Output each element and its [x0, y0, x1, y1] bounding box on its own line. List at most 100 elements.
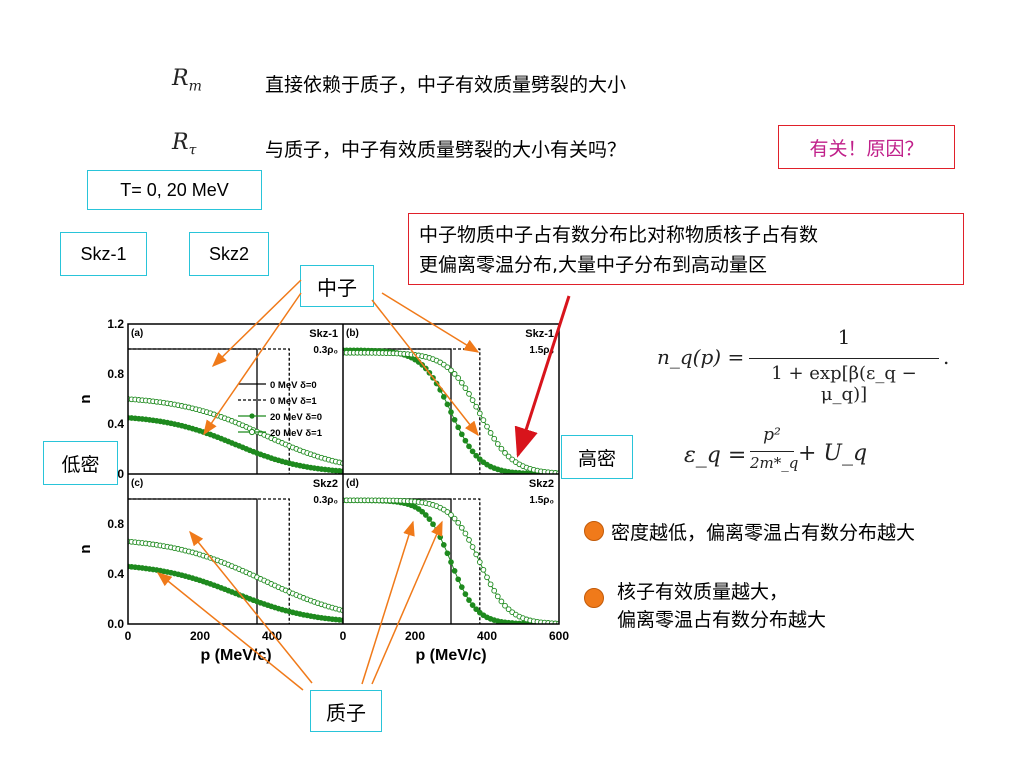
legend-label-0mev-d1: 0 MeV δ=1	[270, 396, 317, 407]
panel-d-marker-d1	[451, 515, 458, 522]
panel-b-marker-d0	[448, 409, 454, 415]
panel-b-marker-d1	[451, 371, 458, 377]
symbol-rtau: Rτ	[172, 130, 196, 158]
y-axis-label-bottom: n	[77, 544, 94, 553]
panel-d-density: 1.5ρ₀	[529, 495, 554, 506]
panel-b-marker-d1	[476, 410, 483, 417]
panel-d-marker-d0	[444, 550, 451, 557]
x-axis-label-right: p (MeV/c)	[415, 647, 486, 664]
neutron-box: 中子	[300, 265, 374, 307]
panel-d-marker-d0	[473, 606, 480, 613]
bullet-icon-1	[584, 521, 604, 541]
panel-b-marker-d1	[480, 417, 487, 423]
symbol-rm: Rm	[172, 66, 202, 94]
panel-d-marker-d1	[462, 530, 469, 537]
panel-d-marker-d1	[480, 566, 487, 573]
panel-b-series	[343, 347, 559, 474]
panel-b-marker-d1	[469, 397, 476, 403]
panel-b-marker-d0	[444, 401, 451, 408]
x-tick-right-600: 600	[549, 629, 569, 643]
panel-b-marker-d0	[451, 416, 458, 423]
panel-d-marker-d1	[444, 509, 451, 515]
panel-d-marker-d0	[440, 542, 447, 548]
panel-d-marker-d1	[448, 512, 454, 518]
panel-b-marker-d0	[462, 437, 469, 444]
panel-a-model: Skz-1	[309, 328, 338, 340]
panel-c-density: 0.3ρ₀	[313, 495, 338, 506]
panel-d-marker-d0	[451, 568, 458, 574]
panel-b-marker-d1	[473, 403, 480, 410]
skz1-box: Skz-1	[60, 232, 147, 276]
formula-occupation-end: .	[943, 345, 950, 369]
explanation-line-2: 更偏离零温分布,大量中子分布到高动量区	[419, 254, 768, 276]
panel-d-marker-d1	[469, 544, 476, 550]
x-axis-label-left: p (MeV/c)	[200, 647, 271, 664]
panel-b-marker-d0	[422, 365, 429, 372]
skz2-box: Skz2	[189, 232, 269, 276]
panel-b-tag: (b)	[346, 328, 359, 339]
panel-d-model: Skz2	[529, 478, 554, 490]
row-rm-text: 直接依赖于质子，中子有效质量劈裂的大小	[265, 74, 627, 96]
panel-b-marker-d0	[430, 374, 436, 381]
panel-b-marker-d0	[437, 387, 444, 393]
panel-d-step-d0	[343, 498, 452, 624]
panel-d-marker-d1	[491, 587, 498, 594]
panel-b-marker-d0	[466, 443, 472, 450]
explanation-box: 中子物质中子占有数分布比对称物质核子占有数 更偏离零温分布,大量中子分布到高动量…	[408, 213, 964, 285]
bullet-text-2-line-1: 核子有效质量越大，	[617, 581, 789, 603]
symbol-rm-main: R	[172, 66, 189, 91]
y-tick-bottom-0-8: 0.8	[107, 517, 124, 531]
proton-box: 质子	[310, 690, 382, 732]
panel-b-density: 1.5ρ₀	[529, 345, 554, 356]
panel-d-marker-d0	[437, 534, 444, 540]
legend-label-0mev-d0: 0 MeV δ=0	[270, 380, 317, 391]
x-tick-left-0: 0	[125, 629, 132, 643]
panel-d-marker-d1	[466, 537, 472, 543]
panel-b-marker-d1	[466, 391, 472, 397]
bullet-text-2: 核子有效质量越大， 偏离零温占有数分布越大	[617, 578, 826, 634]
panel-b-marker-d1	[487, 430, 494, 436]
symbol-rtau-main: R	[172, 130, 189, 155]
panel-b-marker-d1	[494, 441, 501, 447]
x-tick-left-200: 200	[190, 629, 210, 643]
panel-b-marker-d1	[498, 445, 505, 452]
panel-b-marker-d1	[505, 453, 512, 460]
panel-b-marker-d0	[426, 369, 433, 376]
x-tick-left-400: 400	[262, 629, 282, 643]
panel-b-marker-d1	[491, 435, 498, 442]
panel-b-marker-d1	[484, 423, 490, 430]
y-tick-bottom-0-4: 0.4	[107, 567, 124, 581]
plot-legend: 0 MeV δ=0 0 MeV δ=1 20 MeV δ=0 20 MeV δ=…	[238, 380, 323, 439]
panel-d-marker-d1	[498, 598, 505, 605]
panel-d-marker-d1	[476, 559, 483, 565]
temperature-box: T= 0, 20 MeV	[87, 170, 262, 210]
legend-marker-20mev-d0	[249, 413, 255, 419]
low-density-box: 低密	[43, 441, 118, 485]
panel-d-marker-d1	[487, 581, 494, 588]
y-axis-label-top: n	[77, 394, 94, 403]
symbol-rm-sub: m	[188, 78, 202, 95]
formula-occupation-numerator: 1	[837, 325, 851, 349]
panel-d-marker-d0	[422, 512, 429, 518]
x-tick-right-400: 400	[477, 629, 497, 643]
panel-c-tag: (c)	[131, 478, 143, 489]
panel-b-marker-d0	[440, 394, 447, 400]
panel-d-tag: (d)	[346, 478, 359, 489]
panel-b-model: Skz-1	[525, 328, 554, 340]
legend-marker-20mev-d1	[248, 428, 256, 436]
explanation-line-1: 中子物质中子占有数分布比对称物质核子占有数	[419, 224, 819, 246]
panel-d-marker-d0	[433, 527, 440, 534]
panel-d-marker-d1	[494, 593, 501, 600]
panel-a-step-d0	[128, 348, 258, 474]
panel-b-marker-d1	[462, 385, 469, 391]
panel-b-marker-d0	[433, 380, 440, 387]
panel-d-marker-d1	[502, 602, 508, 609]
panel-b-marker-d0	[455, 424, 462, 431]
panel-c-model: Skz2	[313, 478, 338, 490]
y-tick-top-0-4: 0.4	[107, 417, 124, 431]
bullet-text-2-line-2: 偏离零温占有数分布越大	[617, 609, 827, 631]
panel-b-marker-d0	[473, 452, 480, 459]
formula-energy-denominator: 2m*_q	[750, 454, 799, 472]
bullet-icon-2	[584, 588, 604, 608]
panel-b-step-d0	[343, 348, 452, 474]
